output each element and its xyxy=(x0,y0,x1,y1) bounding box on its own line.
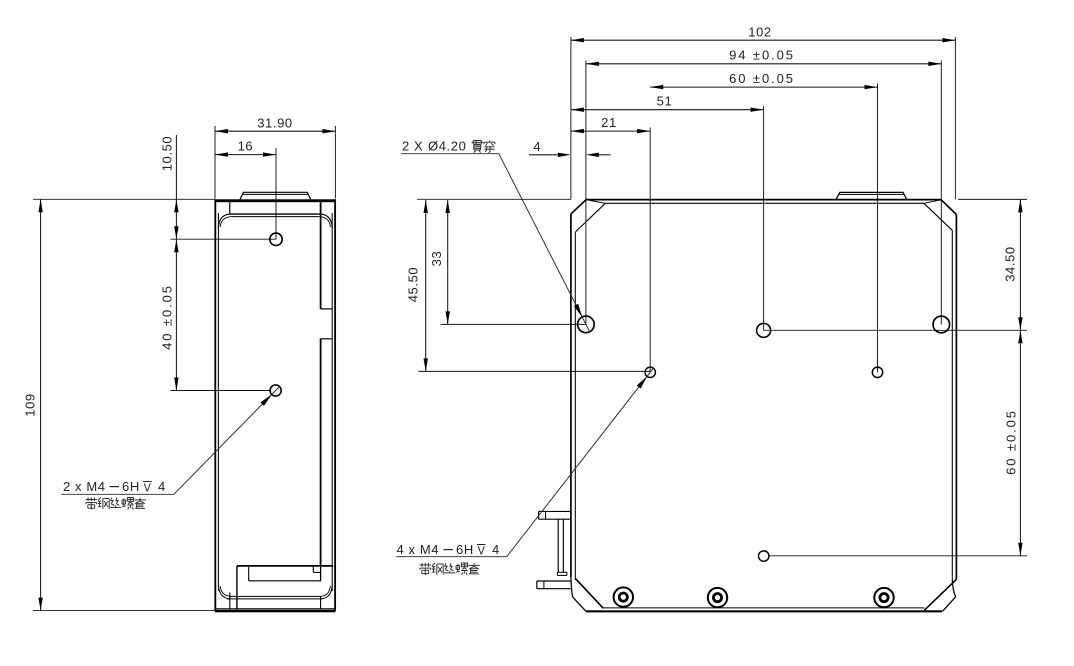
svg-text:51: 51 xyxy=(657,94,673,109)
svg-text:2 x M4: 2 x M4 xyxy=(63,479,106,494)
svg-text:6H: 6H xyxy=(456,542,474,557)
svg-text:21: 21 xyxy=(601,115,617,130)
svg-text:40 ±0.05: 40 ±0.05 xyxy=(159,284,174,350)
svg-text:34.50: 34.50 xyxy=(1002,246,1017,282)
svg-text:31.90: 31.90 xyxy=(257,116,293,131)
svg-text:60 ±0.05: 60 ±0.05 xyxy=(729,71,795,86)
svg-text:4: 4 xyxy=(533,139,541,154)
svg-text:4: 4 xyxy=(158,479,166,494)
svg-text:60 ±0.05: 60 ±0.05 xyxy=(1003,409,1018,475)
svg-text:4 x M4: 4 x M4 xyxy=(397,542,440,557)
svg-text:94 ±0.05: 94 ±0.05 xyxy=(729,48,795,63)
svg-text:16: 16 xyxy=(238,139,254,154)
svg-text:102: 102 xyxy=(748,24,772,39)
svg-text:4: 4 xyxy=(492,542,500,557)
svg-text:Ø4.20: Ø4.20 xyxy=(428,138,466,153)
svg-text:45.50: 45.50 xyxy=(405,267,420,303)
svg-text:33: 33 xyxy=(429,251,444,267)
svg-text:2 X: 2 X xyxy=(402,138,423,153)
svg-text:6H: 6H xyxy=(122,479,140,494)
svg-text:109: 109 xyxy=(22,393,37,417)
svg-text:10.50: 10.50 xyxy=(159,136,174,172)
